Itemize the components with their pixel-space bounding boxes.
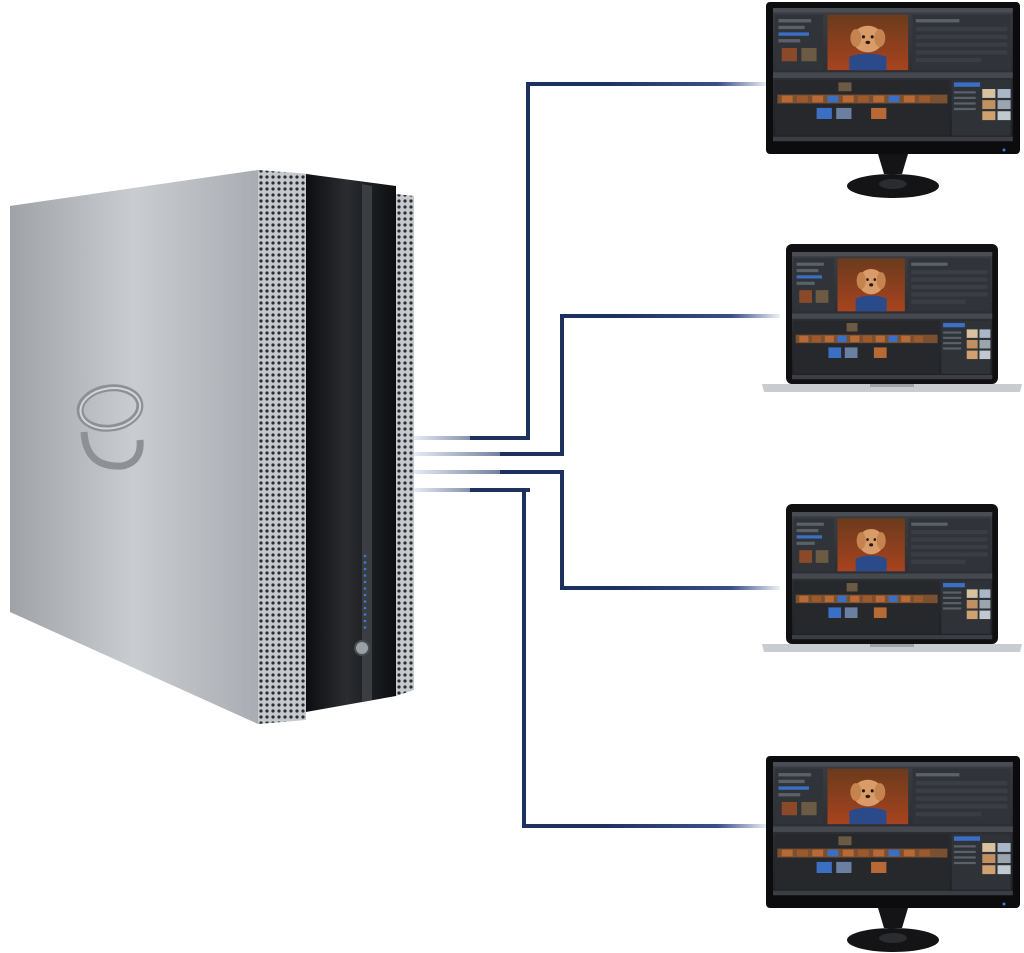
editor-screen (792, 252, 993, 380)
server-status-leds (363, 554, 367, 629)
monitor-neck (878, 908, 908, 928)
editor-screen (773, 762, 1013, 896)
status-led (363, 613, 367, 616)
cable-to-client-4 (470, 488, 600, 828)
status-led (363, 626, 367, 629)
status-led (363, 587, 367, 590)
cable-stubs (414, 436, 564, 492)
editor-screen (773, 8, 1013, 142)
cable-1-fade (600, 82, 768, 86)
laptop-base (762, 384, 1022, 392)
laptop-base (762, 644, 1022, 652)
cable-to-client-3 (500, 470, 620, 590)
status-led (363, 580, 367, 584)
client-laptop-1 (762, 244, 1022, 392)
power-button-icon (354, 640, 370, 656)
status-led (363, 600, 367, 603)
cable-to-client-1 (470, 82, 600, 440)
status-led (363, 567, 367, 571)
cable-to-client-2 (500, 314, 620, 456)
status-led (363, 619, 367, 623)
cable-4-fade (600, 824, 768, 828)
g-logo-icon (76, 384, 144, 470)
monitor-power-led (1002, 902, 1006, 906)
cable-3-fade (620, 586, 780, 590)
status-led (363, 606, 367, 610)
monitor-neck (878, 154, 908, 174)
status-led (363, 561, 367, 564)
storage-server (10, 170, 414, 724)
server-side-panel (10, 170, 258, 724)
monitor-power-led (1002, 148, 1006, 152)
editor-screen (792, 512, 993, 640)
server-vent-grille-left (258, 170, 306, 724)
client-laptop-2 (762, 504, 1022, 652)
status-led (363, 574, 367, 577)
client-monitor-2 (766, 756, 1020, 952)
server-vent-grille-right (396, 194, 414, 696)
cable-2-fade (620, 314, 780, 318)
server-bezel-ridge (362, 184, 372, 702)
status-led (363, 593, 367, 597)
status-led (363, 554, 367, 558)
server-front-bezel (306, 174, 396, 712)
connection-cables (414, 82, 780, 828)
client-monitor-1 (766, 2, 1020, 198)
